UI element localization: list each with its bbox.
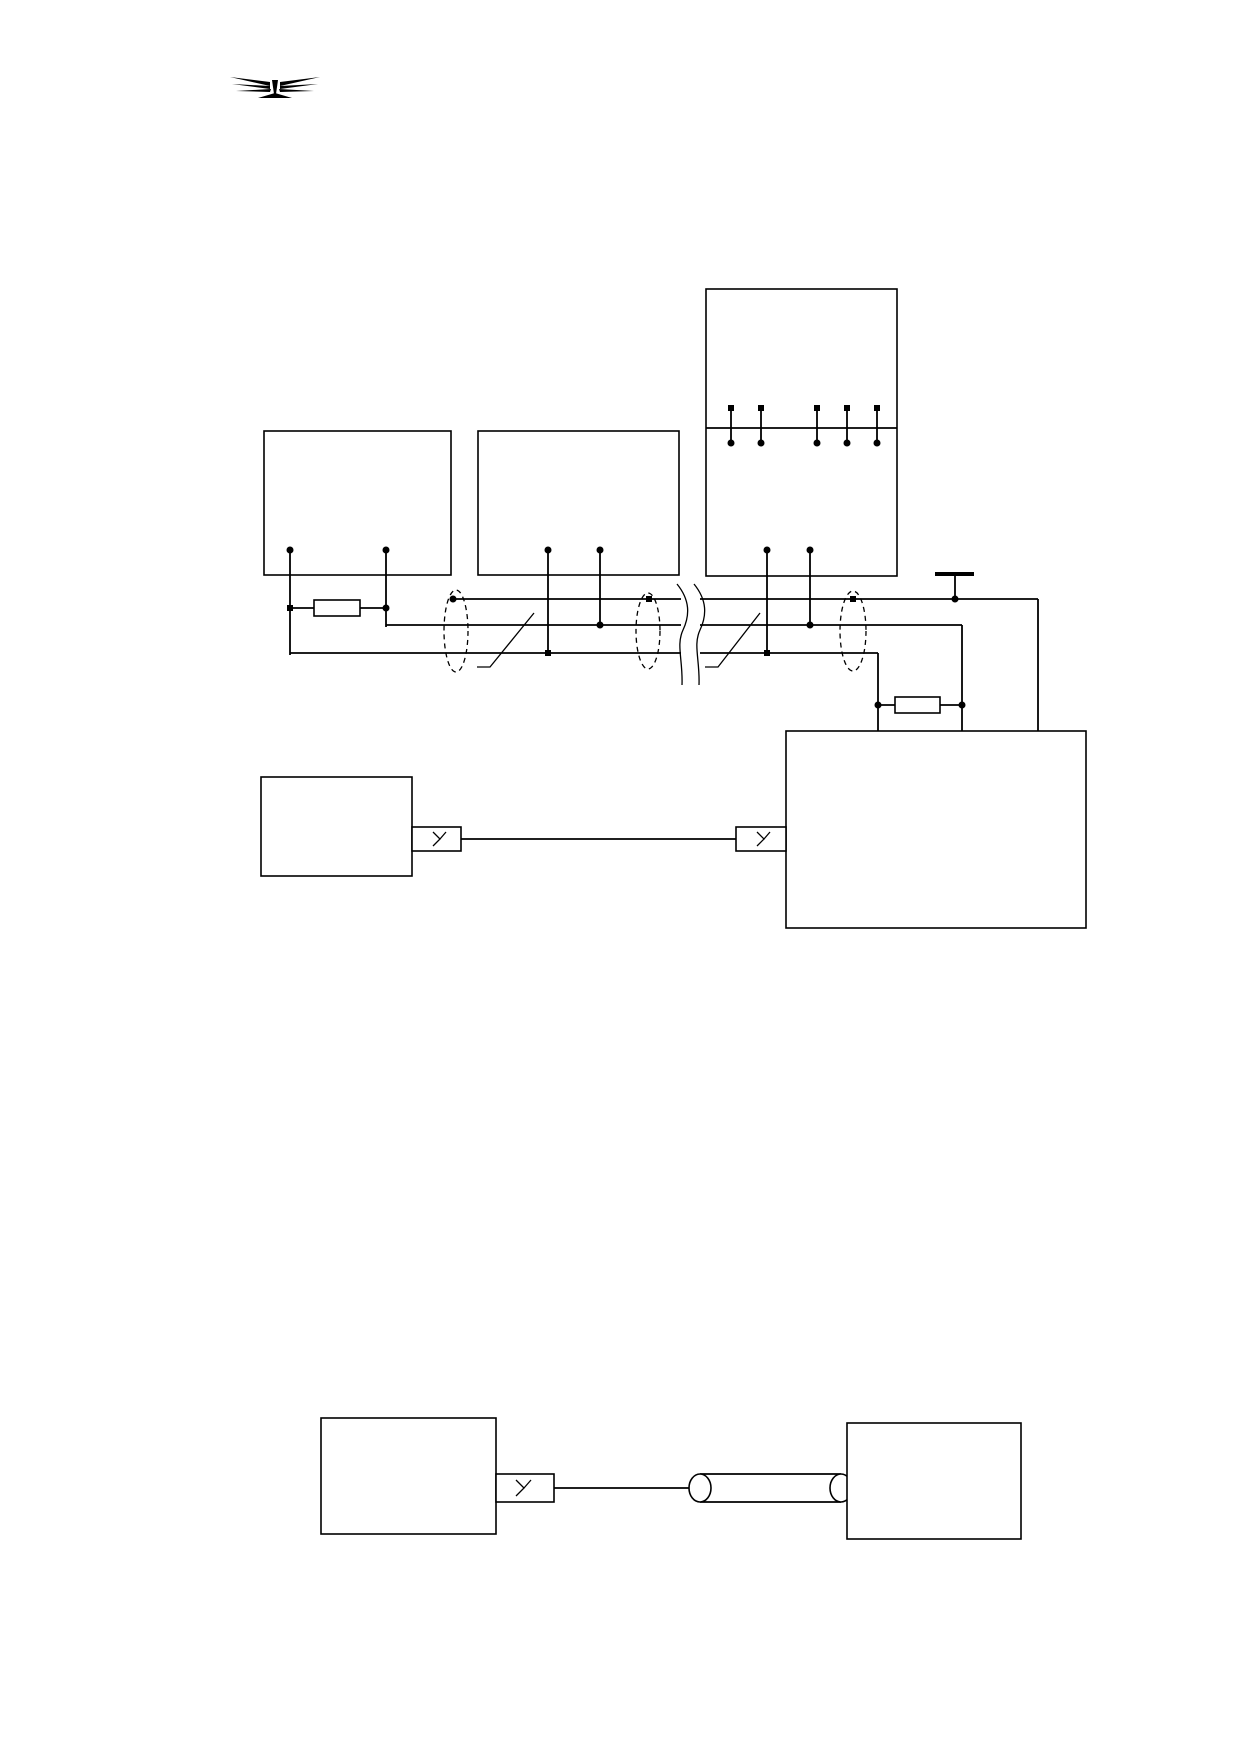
connector-icon [495, 1473, 555, 1503]
device-box-2 [477, 430, 680, 576]
bus-lines-right [700, 596, 1038, 654]
jumper-terminals [727, 405, 881, 447]
cable-shield-2 [635, 592, 661, 670]
connector-icon [735, 826, 787, 852]
device-1-wiring [286, 546, 390, 655]
resistor-1 [313, 599, 361, 617]
cable-converter-icon [688, 1473, 853, 1503]
resistor-2 [894, 696, 941, 714]
leader-line-2 [705, 612, 761, 668]
lower-right-box [846, 1422, 1022, 1540]
lower-left-box [320, 1417, 497, 1535]
cable-shield-1 [443, 589, 469, 673]
controller-wiring [874, 599, 1042, 748]
device-2-wiring [544, 546, 604, 656]
connector-icon [411, 826, 462, 852]
leader-line-1 [477, 612, 535, 668]
module-wiring [763, 546, 814, 656]
cable-break-symbol [676, 583, 706, 686]
device-box-1 [263, 430, 452, 576]
computer-box [260, 776, 413, 877]
cable-shield-3 [839, 590, 867, 672]
terminal-module-box [705, 288, 898, 577]
ground-icon [935, 572, 974, 603]
controller-box [785, 730, 1087, 929]
bus-lines-left [290, 595, 681, 654]
radiating-beam-logo-icon [230, 77, 320, 98]
